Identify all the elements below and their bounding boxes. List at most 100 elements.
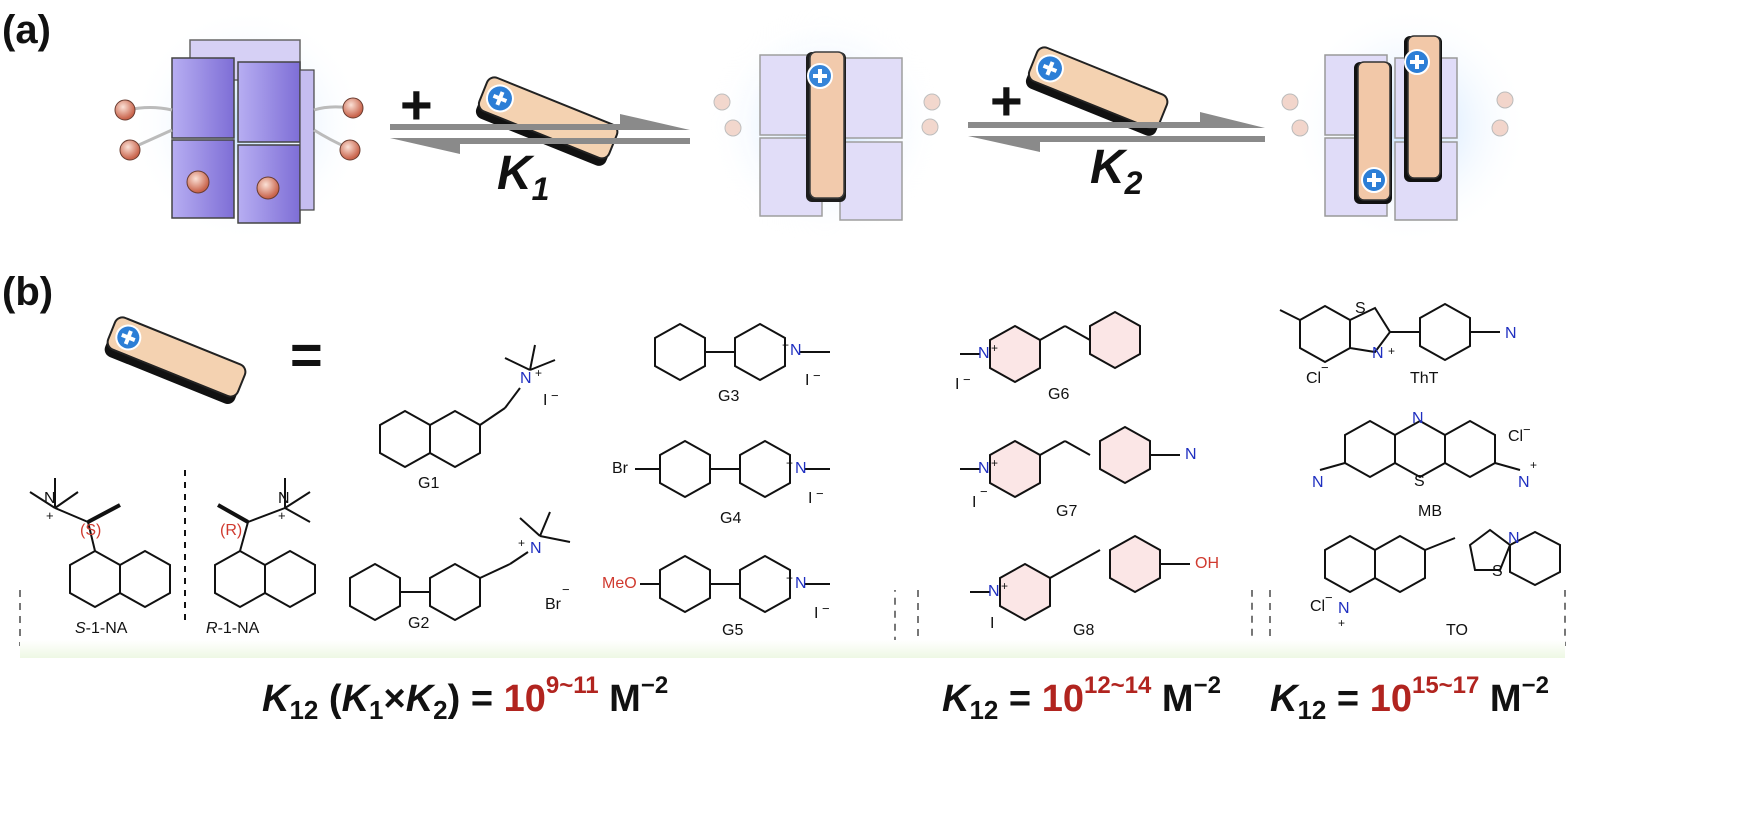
- minus-g2: −: [562, 582, 570, 597]
- minus-g6: −: [963, 372, 971, 387]
- charge-r1na: +: [278, 508, 286, 523]
- k1-label: K1: [497, 147, 550, 208]
- atom-n-to: N: [1338, 600, 1350, 617]
- atom-s-tht: S: [1355, 300, 1366, 317]
- atom-n-tht-amine: N: [1505, 325, 1517, 342]
- iodide-g5: I: [814, 605, 819, 622]
- structure-g6: [960, 310, 1141, 384]
- minus-mb: −: [1523, 422, 1531, 437]
- atom-n-g3: N: [790, 342, 802, 359]
- green-glow-strip: [20, 640, 1565, 658]
- iodide-g8: I: [990, 615, 995, 632]
- minus-g1: −: [551, 388, 559, 403]
- panel-b-label: (b): [2, 270, 54, 314]
- iodide-g1: I: [543, 392, 548, 409]
- atom-n-g7-amine: N: [1185, 446, 1197, 463]
- label-g7: G7: [1056, 503, 1078, 520]
- atom-n-g8: N: [988, 583, 1000, 600]
- atom-s-to: S: [1492, 563, 1503, 580]
- label-r-1-na: R-1-NA: [206, 620, 260, 637]
- charge-g8: +: [1001, 579, 1009, 593]
- charge-g6: +: [991, 341, 999, 355]
- guest-plate-legend: [104, 316, 247, 404]
- minus-g7: −: [980, 484, 988, 499]
- label-g8: G8: [1073, 622, 1095, 639]
- structure-mb: [1319, 419, 1521, 479]
- cage-empty: [114, 7, 366, 243]
- bromo-substituent: Br: [612, 460, 628, 477]
- chloride-mb: Cl: [1508, 428, 1524, 445]
- structure-s-1-na: [29, 478, 171, 609]
- label-g4: G4: [720, 510, 742, 527]
- atom-s-mb: S: [1414, 473, 1425, 490]
- k2-label: K2: [1090, 141, 1143, 202]
- atom-n-mb-left: N: [1312, 474, 1324, 491]
- equation-group-3: K12 = 1015~17 M−2: [1270, 672, 1549, 725]
- structure-g2: [349, 511, 571, 622]
- iodide-g6: I: [955, 376, 960, 393]
- atom-n-g5: N: [795, 575, 807, 592]
- structure-g5: [640, 554, 830, 614]
- atom-n-s1na: N: [44, 490, 56, 507]
- charge-g2: +: [518, 536, 526, 550]
- minus-tht: −: [1321, 360, 1329, 375]
- label-g5: G5: [722, 622, 744, 639]
- structure-g3: [654, 322, 830, 382]
- charge-s1na: +: [46, 508, 54, 523]
- iodide-g3: I: [805, 372, 810, 389]
- charge-g4: +: [786, 456, 794, 470]
- plus-sign-2: +: [990, 69, 1023, 132]
- structure-g7: [960, 425, 1180, 499]
- charge-g7: +: [991, 456, 999, 470]
- panel-a-scheme: [114, 5, 1530, 245]
- minus-g3: −: [813, 368, 821, 383]
- methoxy-substituent: MeO: [602, 575, 637, 592]
- bromide-g2: Br: [545, 596, 561, 613]
- plus-sign-1: +: [400, 73, 433, 136]
- charge-g1: +: [535, 366, 543, 380]
- label-tht: ThT: [1410, 370, 1439, 387]
- atom-n-tht: N: [1372, 345, 1384, 362]
- panel-a-label: (a): [2, 8, 51, 52]
- atom-n-mb-right: N: [1518, 474, 1530, 491]
- stereo-s-label: (S): [80, 522, 102, 539]
- minus-g5: −: [822, 601, 830, 616]
- label-g2: G2: [408, 615, 430, 632]
- label-s-1-na: S-1-NA: [75, 620, 128, 637]
- label-g1: G1: [418, 475, 440, 492]
- atom-n-mb: N: [1412, 410, 1424, 427]
- equals-sign: =: [290, 323, 323, 386]
- charge-mb: +: [1530, 458, 1538, 472]
- hydroxy-substituent: OH: [1195, 555, 1219, 572]
- minus-to: −: [1325, 590, 1333, 605]
- structure-g1: [379, 344, 556, 469]
- equilibrium-arrow-1: [390, 114, 690, 154]
- equation-group-2: K12 = 1012~14 M−2: [942, 672, 1221, 725]
- atom-n-g4: N: [795, 460, 807, 477]
- equation-group-1: K12 (K1×K2) = 109~11 M−2: [262, 672, 669, 725]
- equilibrium-arrow-2: [968, 112, 1265, 152]
- label-g6: G6: [1048, 386, 1070, 403]
- atom-n-g7: N: [978, 460, 990, 477]
- minus-g4: −: [816, 486, 824, 501]
- structure-tht: [1279, 302, 1500, 364]
- label-mb: MB: [1418, 503, 1442, 520]
- atom-n-to-right: N: [1508, 530, 1520, 547]
- cage-one-guest: [707, 7, 943, 243]
- atom-n-g2: N: [530, 540, 542, 557]
- label-g3: G3: [718, 388, 740, 405]
- iodide-g7: I: [972, 494, 977, 511]
- label-to: TO: [1446, 622, 1468, 639]
- iodide-g4: I: [808, 490, 813, 507]
- atom-n-r1na: N: [278, 490, 290, 507]
- charge-to: +: [1338, 616, 1346, 630]
- charge-g3: +: [782, 338, 790, 352]
- chloride-tht: Cl: [1306, 370, 1322, 387]
- chloride-to: Cl: [1310, 598, 1326, 615]
- structure-g4: [635, 439, 830, 499]
- structure-to: [1324, 528, 1561, 594]
- panel-b-structures: [19, 302, 1566, 657]
- structure-g8: [970, 534, 1190, 622]
- guest-plate-2: [1025, 46, 1169, 136]
- structure-r-1-na: [214, 478, 316, 609]
